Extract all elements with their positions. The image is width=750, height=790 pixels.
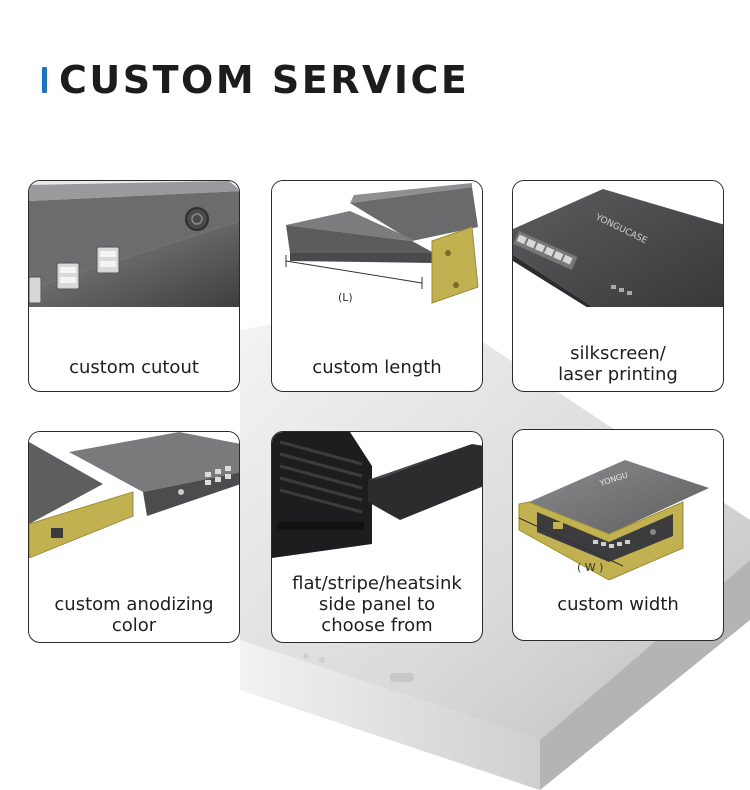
card-custom-width: YONGU ( W ) custom width bbox=[512, 429, 724, 641]
card-caption: custom width bbox=[557, 594, 679, 615]
card-caption: custom cutout bbox=[69, 357, 199, 378]
card-custom-cutout: custom cutout bbox=[28, 180, 240, 392]
card-caption: silkscreen/ laser printing bbox=[558, 343, 678, 385]
dimension-label-l: (L) bbox=[338, 291, 353, 304]
page-title: CUSTOM SERVICE bbox=[59, 58, 470, 102]
card-side-panel-options: flat/stripe/heatsink side panel to choos… bbox=[271, 431, 483, 643]
card-caption: custom anodizing color bbox=[54, 594, 214, 636]
section-header: CUSTOM SERVICE bbox=[42, 58, 469, 102]
cutout-product-image bbox=[29, 181, 239, 307]
side-panel-product-image bbox=[272, 432, 482, 558]
width-product-image: YONGU ( W ) bbox=[513, 430, 723, 580]
card-custom-anodizing-color: custom anodizing color bbox=[28, 431, 240, 643]
silkscreen-product-image: YONGUCASE bbox=[513, 181, 723, 307]
title-accent-bar bbox=[42, 67, 47, 93]
card-caption: custom length bbox=[312, 357, 442, 378]
card-silkscreen-laser-printing: YONGUCASE silkscreen/ laser printing bbox=[512, 180, 724, 392]
card-custom-length: (L) custom length bbox=[271, 180, 483, 392]
dimension-label-w: ( W ) bbox=[577, 561, 603, 574]
card-caption: flat/stripe/heatsink side panel to choos… bbox=[292, 573, 462, 636]
length-product-image: (L) bbox=[272, 181, 482, 307]
anodizing-product-image bbox=[29, 432, 239, 558]
